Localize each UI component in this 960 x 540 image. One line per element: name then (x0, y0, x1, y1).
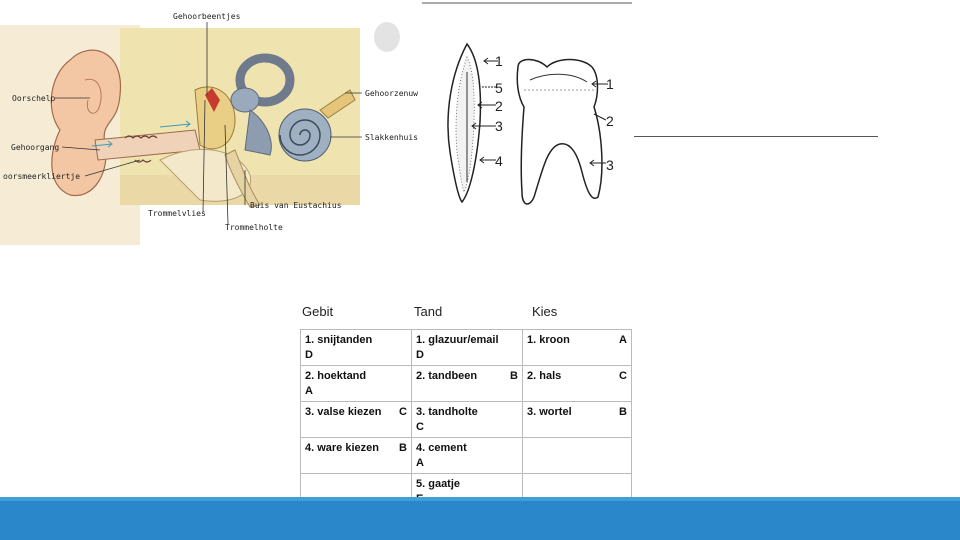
tand-item: 1. glazuur/email (416, 333, 499, 348)
gebit-item: 4. ware kiezen (305, 441, 379, 456)
label-gehoorbeentjes: Gehoorbeentjes (173, 12, 240, 21)
table-cell-kies: 3. wortel B (523, 402, 632, 438)
footer-bar (0, 497, 960, 540)
label-trommelvlies: Trommelvlies (148, 209, 206, 218)
footer-bar-highlight (0, 497, 960, 501)
table-cell-kies: 1. kroon A (523, 330, 632, 366)
gebit-item: 2. hoektand (305, 369, 366, 384)
label-slakkenhuis: Slakkenhuis (365, 133, 418, 142)
label-oorschelp: Oorschelp (12, 94, 55, 103)
incisor-label-2: 2 (495, 98, 503, 114)
kies-answer: C (619, 369, 627, 384)
tand-answer-line: D (416, 348, 518, 363)
header-kies: Kies (532, 304, 557, 319)
label-trommelholte: Trommelholte (225, 223, 283, 232)
label-gehoorzenuw: Gehoorzenuw (365, 89, 418, 98)
gebit-answer-line: A (305, 384, 407, 399)
gebit-answer: B (399, 441, 407, 456)
tand-answer-line: C (416, 420, 518, 435)
incisor-label-1: 1 (495, 53, 503, 69)
molar-label-2: 2 (606, 113, 614, 129)
tooth-diagram: 1 5 2 3 4 1 2 3 (422, 2, 632, 220)
gebit-item: 3. valse kiezen (305, 405, 381, 420)
table-cell-gebit: 3. valse kiezen C (301, 402, 412, 438)
gebit-answer: C (399, 405, 407, 420)
tooth-illustration (422, 2, 632, 220)
kies-answer: B (619, 405, 627, 420)
incisor-label-5: 5 (495, 80, 503, 96)
table-cell-kies: 2. hals C (523, 366, 632, 402)
table-cell-gebit: 4. ware kiezen B (301, 438, 412, 474)
label-gehoorgang: Gehoorgang (11, 143, 59, 152)
tand-answer-line: A (416, 456, 518, 471)
tand-item: 4. cement (416, 441, 467, 456)
molar-label-1: 1 (606, 76, 614, 92)
ear-illustration (0, 0, 420, 248)
kies-item: 3. wortel (527, 405, 572, 420)
molar-label-3: 3 (606, 157, 614, 173)
incisor-label-3: 3 (495, 118, 503, 134)
header-gebit: Gebit (302, 304, 333, 319)
horizontal-rule (634, 136, 878, 137)
kies-item: 1. kroon (527, 333, 570, 348)
label-buis-van-eustachius: Buis van Eustachius (250, 201, 342, 210)
gebit-item: 1. snijtanden (305, 333, 372, 348)
tand-item: 2. tandbeen (416, 369, 477, 384)
tand-item: 3. tandholte (416, 405, 478, 420)
incisor-label-4: 4 (495, 153, 503, 169)
kies-item: 2. hals (527, 369, 561, 384)
table-cell-tand: 2. tandbeen B (412, 366, 523, 402)
gebit-answer-line: D (305, 348, 407, 363)
table-cell-kies (523, 438, 632, 474)
tand-item: 5. gaatje (416, 477, 460, 492)
tand-answer: B (510, 369, 518, 384)
header-tand: Tand (414, 304, 442, 319)
kies-answer: A (619, 333, 627, 348)
label-oorsmeerkliertje: oorsmeerkliertje (3, 172, 80, 181)
decorative-circle (374, 22, 400, 52)
ear-diagram: Gehoorbeentjes Oorschelp Gehoorzenuw Sla… (0, 0, 420, 248)
